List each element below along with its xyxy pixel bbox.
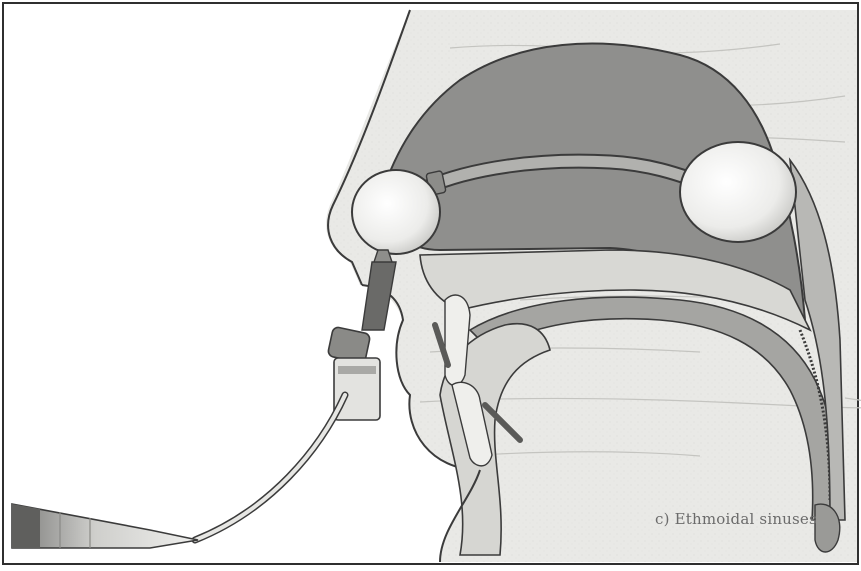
- posterior-balloon: [680, 142, 796, 242]
- valve-band: [338, 366, 376, 374]
- figure-caption: c) Ethmoidal sinuses: [655, 510, 817, 528]
- anterior-balloon: [352, 170, 440, 254]
- inflation-line-outline: [195, 395, 345, 540]
- syringe-barrel-end: [12, 504, 40, 548]
- inflation-line: [195, 395, 345, 540]
